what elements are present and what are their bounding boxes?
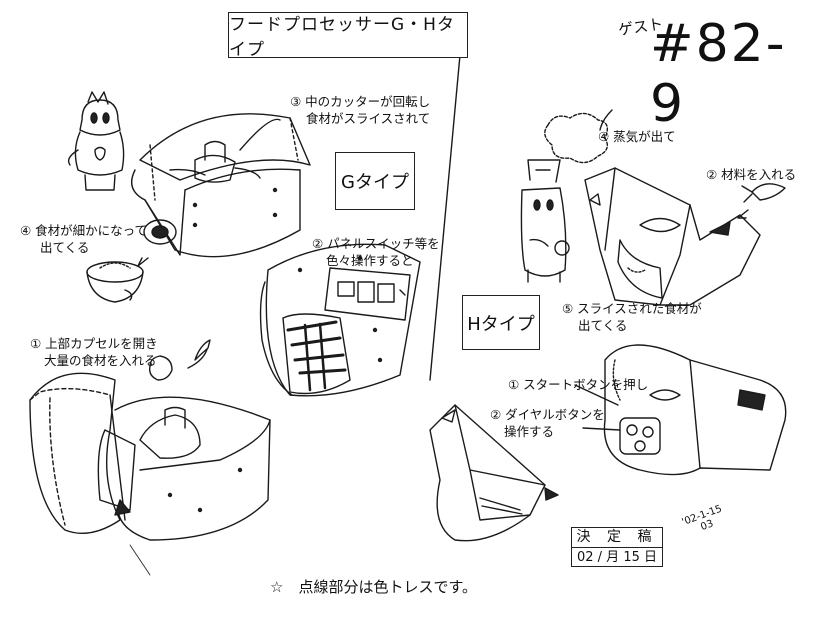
mascot-character-g bbox=[67, 91, 125, 191]
fish bbox=[737, 183, 786, 219]
steam-cloud bbox=[544, 112, 608, 164]
h-type-label-box: Hタイプ bbox=[462, 295, 540, 350]
mascot-character-h bbox=[520, 159, 570, 283]
note-h2-line1: ② ダイヤルボタンを bbox=[490, 407, 605, 422]
h-type-cover-piece bbox=[429, 404, 559, 542]
sheet-title: フードプロセッサーG・Hタイプ bbox=[229, 15, 455, 60]
note-g2: ② パネルスイッチ等を 色々操作すると bbox=[312, 235, 440, 269]
g-type-machine-open bbox=[29, 372, 271, 541]
note-g3: ③ 中のカッターが回転し 食材がスライスされて bbox=[290, 93, 430, 127]
footer-note: ☆ 点線部分は色トレスです。 bbox=[270, 578, 477, 596]
note-h2-line2: 操作する bbox=[504, 424, 555, 439]
stamp-date: 02 / 月 15 日 bbox=[577, 550, 657, 565]
sheet-title-box: フードプロセッサーG・Hタイプ bbox=[228, 12, 468, 60]
arrow bbox=[137, 257, 149, 267]
note-h5: ⑤ スライスされた食材が 出てくる bbox=[562, 300, 702, 334]
note-g1-line2: 大量の食材を入れる bbox=[44, 353, 157, 368]
note-g1-line1: ① 上部カプセルを開き bbox=[30, 336, 158, 351]
h-type-label: Hタイプ bbox=[467, 313, 535, 335]
note-h5-line2: 出てくる bbox=[578, 318, 628, 333]
food-bowl bbox=[86, 261, 144, 303]
note-h1: ① スタートボタンを押し bbox=[508, 377, 649, 392]
pointer-line bbox=[239, 118, 281, 151]
note-h3: ② 材料を入れる bbox=[706, 167, 797, 182]
episode-number: #82-9 bbox=[650, 14, 787, 134]
h-type-machine-top bbox=[584, 167, 761, 306]
pointer-line bbox=[574, 384, 621, 431]
note-h4: ④ 蒸気が出て bbox=[598, 129, 676, 144]
note-h5-line1: ⑤ スライスされた食材が bbox=[562, 301, 702, 316]
note-g4: ④ 食材が細かになって 出てくる bbox=[20, 222, 147, 256]
note-g4-line1: ④ 食材が細かになって bbox=[20, 223, 148, 238]
g-type-machine-top bbox=[131, 113, 311, 258]
note-g1: ① 上部カプセルを開き 大量の食材を入れる bbox=[30, 335, 158, 369]
h-type-machine-bottom bbox=[603, 344, 787, 476]
g-type-panel-closeup bbox=[259, 243, 421, 397]
note-g2-line1: ② パネルスイッチ等を bbox=[312, 236, 440, 251]
divider-line bbox=[429, 54, 461, 381]
g-type-label: Gタイプ bbox=[341, 172, 409, 193]
stamp-label: 決 定 稿 bbox=[572, 528, 662, 548]
note-g4-line2: 出てくる bbox=[40, 240, 90, 255]
approval-stamp: 決 定 稿 02 / 月 15 日 bbox=[571, 527, 663, 567]
note-g3-line1: ③ 中のカッターが回転し bbox=[290, 94, 431, 109]
pointer-line bbox=[599, 109, 613, 131]
note-h2: ② ダイヤルボタンを 操作する bbox=[490, 406, 605, 440]
tick bbox=[399, 289, 406, 296]
g-type-label-box: Gタイプ bbox=[335, 152, 415, 210]
note-g2-line2: 色々操作すると bbox=[326, 253, 414, 268]
note-g3-line2: 食材がスライスされて bbox=[306, 111, 431, 126]
